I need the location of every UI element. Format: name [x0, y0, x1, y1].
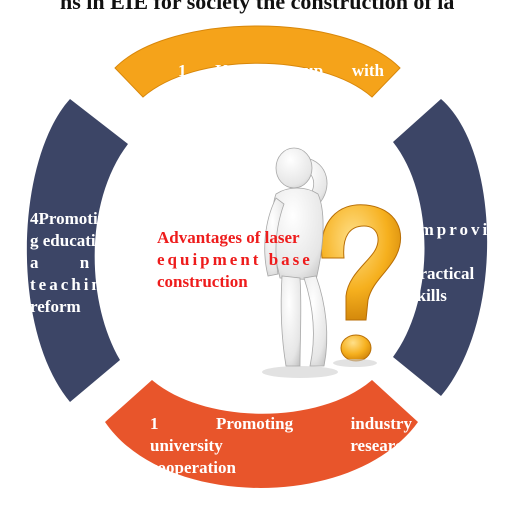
segment-right-line4: practical	[410, 264, 475, 283]
center-title-line2: equipment base	[157, 250, 313, 269]
segment-bottom-line3: cooperation	[150, 458, 236, 477]
segment-left-word: d	[130, 253, 140, 272]
segment-left-line5: reform	[30, 297, 81, 316]
segment-left	[26, 99, 128, 402]
segment-top-word: up	[304, 61, 324, 80]
segment-top-word: with	[351, 61, 384, 80]
segment-top-line2: industry trends	[178, 83, 290, 102]
segment-left-line4: teaching	[30, 275, 116, 294]
segment-left-word: a	[30, 253, 39, 272]
question-mark-icon	[321, 204, 401, 367]
segment-right	[393, 99, 488, 396]
center-title: Advantages of laser equipment base const…	[157, 227, 353, 293]
segment-bottom-word: university	[150, 436, 223, 455]
segment-top-line1: 1 Keeping up with	[178, 60, 384, 82]
cut-off-top-text: ns in EIE for society the construction o…	[60, 0, 455, 14]
segment-bottom-word: Promoting	[215, 414, 294, 433]
center-title-line3: construction	[157, 272, 248, 291]
segment-bottom-label: 1 Promoting industry university research…	[150, 413, 412, 479]
segment-bottom-line2: university research	[150, 435, 412, 457]
segment-left-word: n	[79, 253, 90, 272]
segment-right-word: g	[488, 242, 498, 261]
segment-bottom-word: industry	[350, 414, 412, 433]
segment-right-word: n	[410, 242, 420, 261]
segment-bottom-line1: 1 Promoting industry	[150, 413, 412, 435]
segment-right-line3: n g	[410, 241, 497, 263]
segment-top-word: 1	[178, 61, 187, 80]
segment-right-line1: 2	[410, 198, 419, 217]
segment-top-word: Keeping	[215, 61, 276, 80]
segment-bottom-word: 1	[150, 414, 159, 433]
segment-left-label: 4Promotin g education a n d teaching ref…	[30, 208, 140, 318]
segment-top-label: 1 Keeping up with industry trends	[178, 60, 384, 104]
segment-right-label: 2 Improvi n g practical skills	[410, 197, 497, 307]
thinking-person-icon	[262, 147, 338, 378]
segment-right-line2: Improvi	[410, 220, 491, 239]
center-title-line1: Advantages of laser	[157, 228, 300, 247]
segment-bottom	[105, 380, 418, 488]
segment-bottom-word: research	[350, 436, 412, 455]
segment-left-line2: g education	[30, 231, 114, 250]
segment-right-line5: skills	[410, 286, 447, 305]
segment-left-line1: 4Promotin	[30, 209, 108, 228]
segment-top	[114, 25, 401, 98]
segment-left-line3: a n d	[30, 252, 140, 274]
